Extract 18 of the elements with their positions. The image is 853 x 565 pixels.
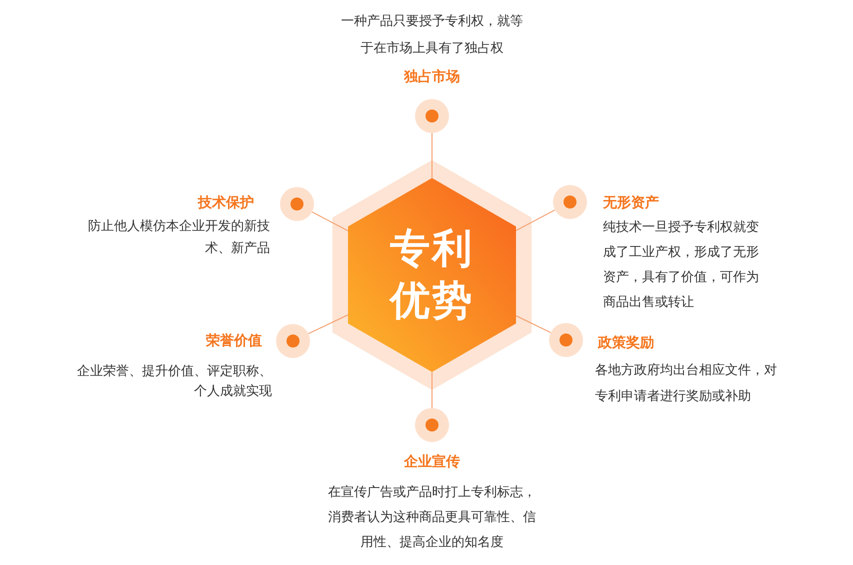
description: 纯技术一旦授予专利权就变成了工业产权，形成了无形资产，具有了价值，可作为商品出售或转让 (603, 219, 760, 312)
description: 各地方政府均出台相应文件，对专利申请者进行奖励或补助 (595, 362, 778, 406)
connector-line (516, 209, 556, 232)
hexagon-node (348, 178, 516, 372)
heading: 荣誉价值 (206, 332, 262, 350)
description: 在宣传广告或产品时打上专利标志，消费者认为这种商品更具可靠性、信用性、提高企业的知名度 (327, 484, 537, 552)
heading: 政策奖励 (598, 334, 654, 352)
connector-line (312, 211, 348, 232)
description: 企业荣誉、提升价值、评定职称、个人成就实现 (76, 363, 272, 401)
heading: 企业宣传 (402, 453, 461, 471)
heading: 技术保护 (198, 194, 254, 212)
heading: 独占市场 (402, 68, 461, 86)
center-title: 专利优势 (390, 225, 474, 326)
connector-line (308, 314, 348, 334)
description: 一种产品只要授予专利权，就等于在市场上具有了独占权 (340, 13, 524, 58)
connector-line (516, 315, 552, 334)
heading: 无形资产 (603, 194, 659, 212)
description: 防止他人模仿本企业开发的新技术、新产品 (87, 218, 270, 258)
